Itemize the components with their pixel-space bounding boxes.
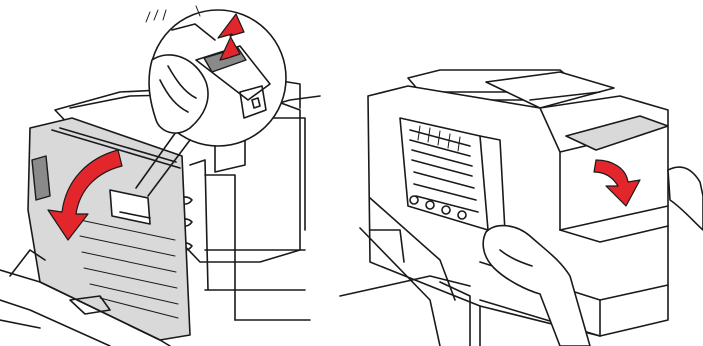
open-door (28, 118, 190, 340)
right-hand (668, 167, 703, 230)
left-panel (0, 6, 320, 346)
right-panel (340, 70, 703, 346)
